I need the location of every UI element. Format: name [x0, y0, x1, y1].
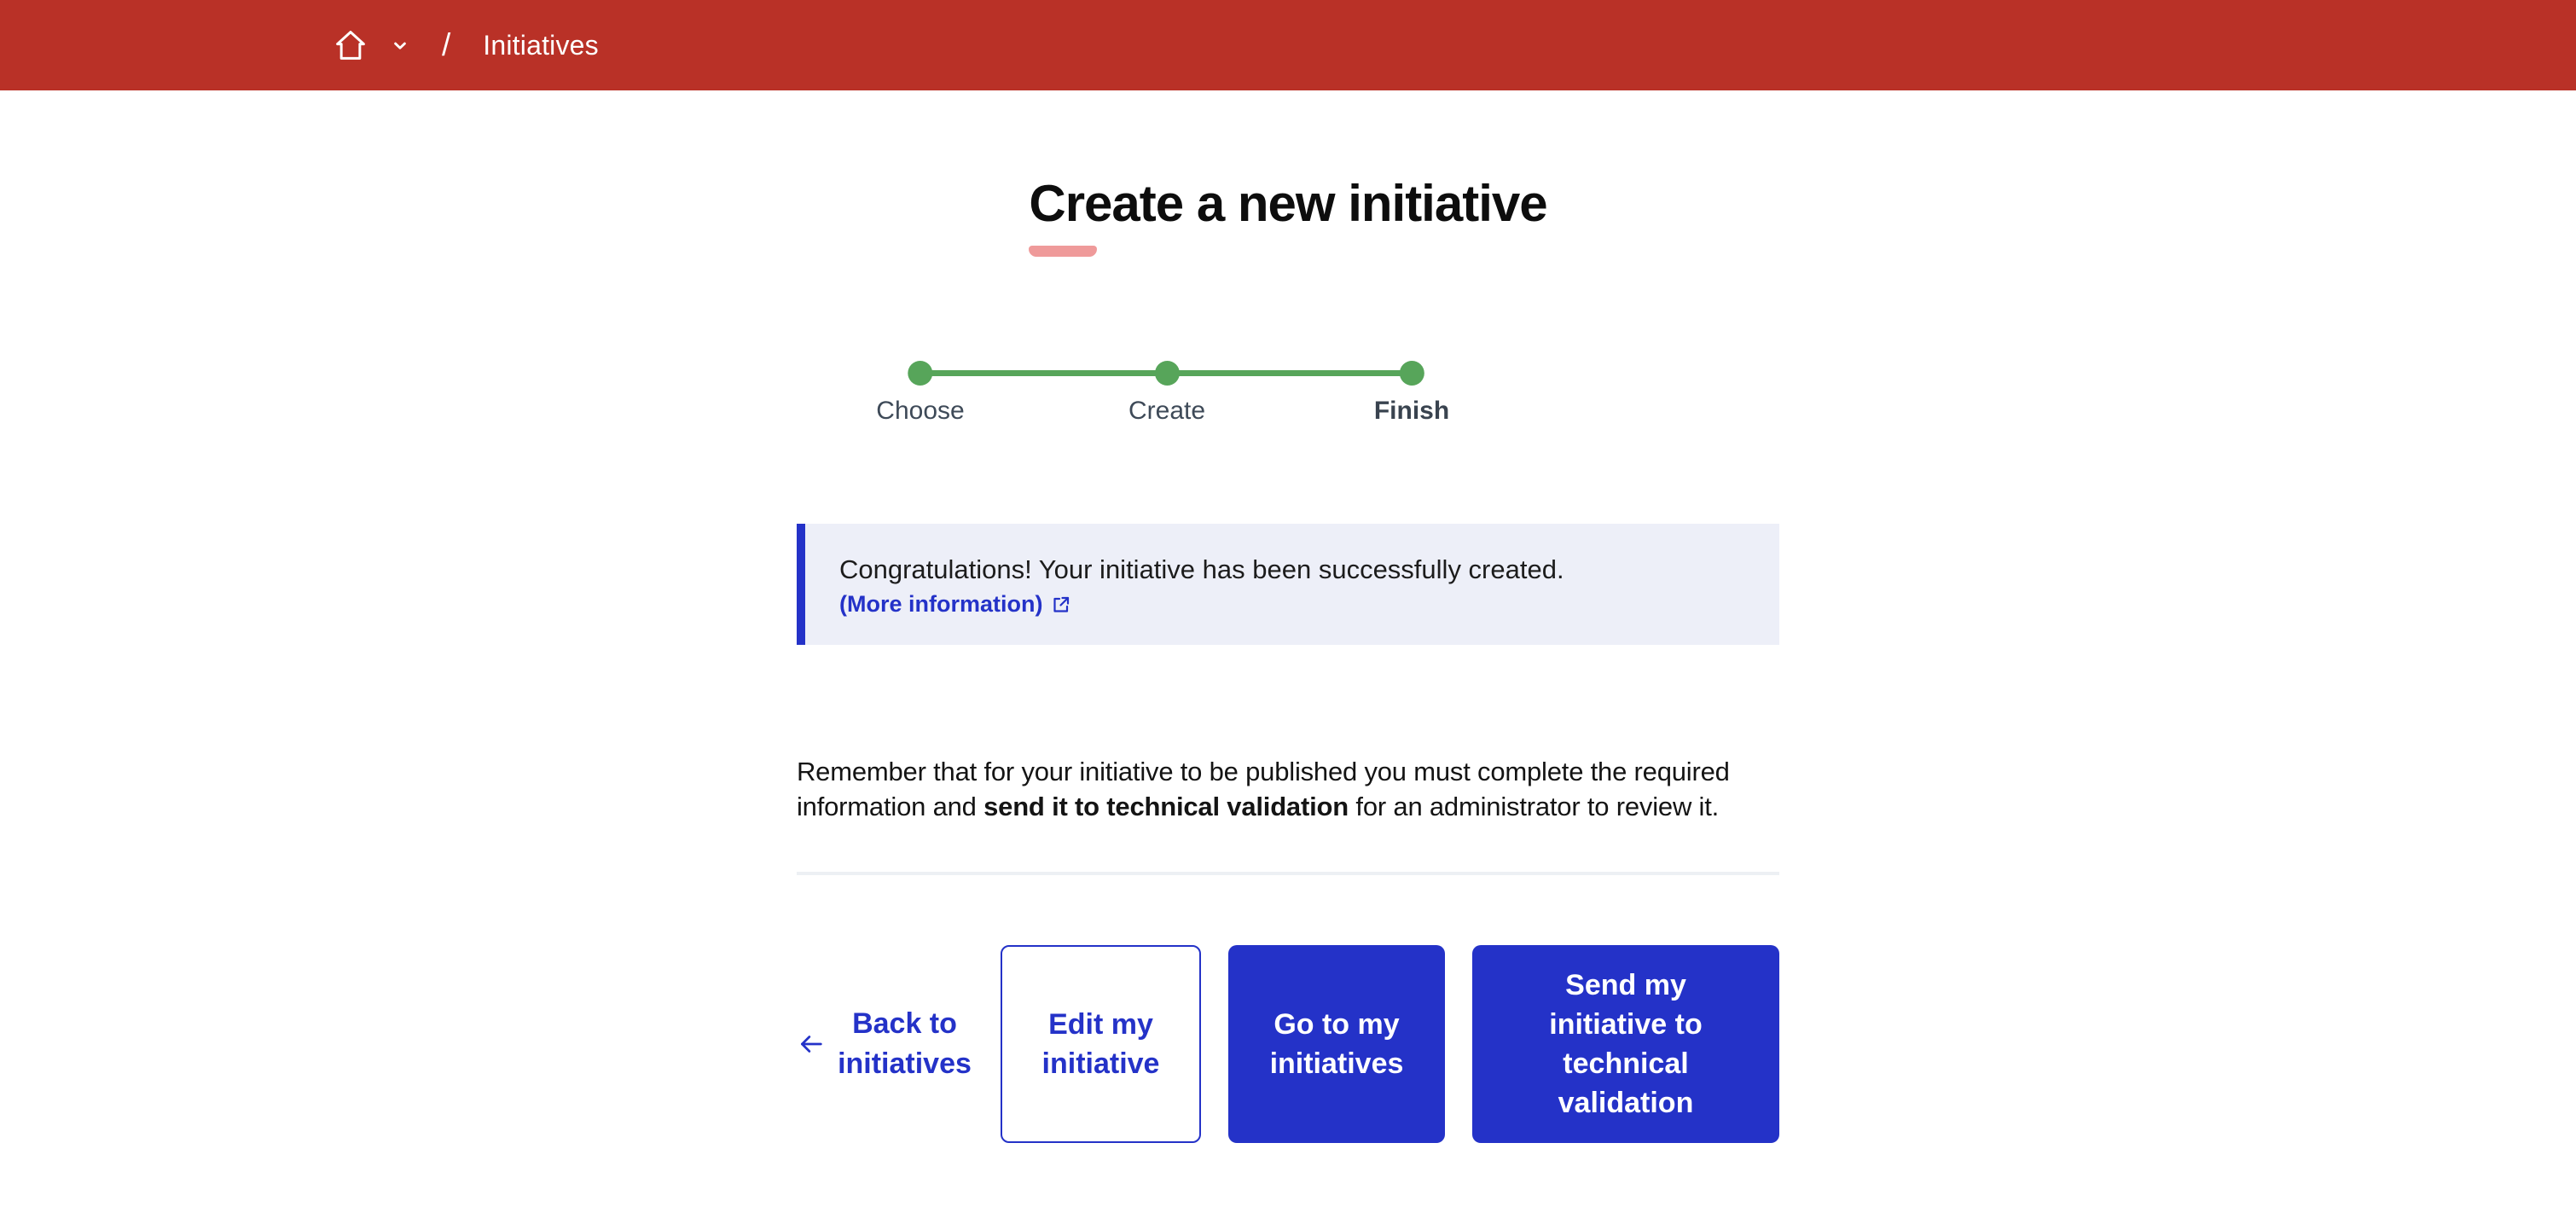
edit-my-initiative-button[interactable]: Edit my initiative — [1001, 945, 1201, 1143]
chevron-down-icon — [389, 34, 411, 56]
success-notice: Congratulations! Your initiative has bee… — [797, 524, 1779, 645]
stepper-step-choose: Choose — [876, 361, 965, 426]
step-label: Choose — [876, 397, 965, 425]
external-link-icon — [1051, 595, 1071, 615]
send-to-technical-validation-button[interactable]: Send my initiative to technical validati… — [1472, 945, 1779, 1143]
action-button-row: Back to initiatives Edit my initiative G… — [797, 945, 1779, 1143]
step-dot — [1399, 361, 1424, 386]
wizard-stepper: Choose Create Finish — [797, 361, 1779, 432]
stepper-step-finish: Finish — [1374, 361, 1449, 426]
reminder-after: for an administrator to review it. — [1349, 792, 1720, 821]
reminder-bold: send it to technical validation — [983, 792, 1349, 821]
breadcrumb-separator: / — [442, 27, 451, 62]
more-information-link[interactable]: (More information) — [839, 591, 1071, 618]
back-to-initiatives-label: Back to initiatives — [838, 1007, 972, 1080]
top-navigation-bar: / Initiatives — [0, 0, 2576, 90]
step-dot — [908, 361, 933, 386]
reminder-before: Remember that for your initiative to be … — [797, 757, 1730, 821]
step-label: Finish — [1373, 397, 1450, 425]
home-link[interactable] — [333, 27, 368, 63]
step-label: Create — [1128, 397, 1206, 425]
home-icon — [333, 27, 368, 63]
breadcrumb-initiatives[interactable]: Initiatives — [483, 29, 599, 61]
back-to-initiatives-link[interactable]: Back to initiatives — [797, 945, 973, 1143]
go-to-my-initiatives-button[interactable]: Go to my initiatives — [1228, 945, 1445, 1143]
section-divider — [797, 872, 1779, 875]
reminder-text: Remember that for your initiative to be … — [797, 754, 1779, 824]
page-title: Create a new initiative — [1029, 174, 1547, 257]
step-dot — [1154, 361, 1180, 386]
breadcrumb-dropdown-toggle[interactable] — [389, 34, 411, 56]
arrow-left-icon — [797, 1030, 826, 1059]
success-message: Congratulations! Your initiative has bee… — [839, 554, 1564, 584]
stepper-step-create: Create — [1128, 361, 1205, 426]
more-information-label: (More information) — [839, 591, 1043, 617]
main-content: Create a new initiative Choose Create Fi… — [797, 174, 1779, 1143]
